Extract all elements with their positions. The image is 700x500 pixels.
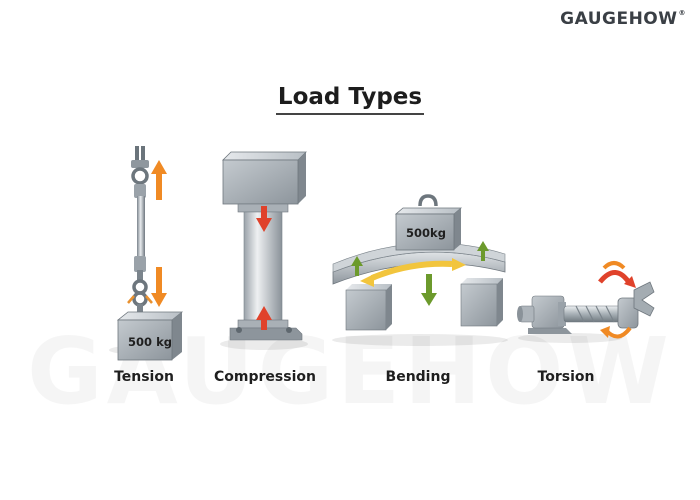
- registered-mark: ®: [678, 9, 686, 17]
- bending-load-arrow-down-icon: [421, 274, 437, 306]
- bending-reaction-right-icon: [477, 241, 489, 261]
- brand-logo: GAUGEHOW®: [560, 9, 686, 29]
- compression-arrow-up-icon: [256, 306, 272, 330]
- bending-reaction-left-icon: [351, 256, 363, 276]
- caption-torsion: Torsion: [537, 369, 595, 385]
- caption-tension: Tension: [114, 369, 174, 385]
- tension-arrow-up-icon: [151, 160, 167, 200]
- tension-weight-block: [116, 311, 184, 361]
- caption-bending: Bending: [385, 369, 451, 385]
- page-title: Load Types: [0, 84, 700, 115]
- bending-illustration: [332, 194, 508, 346]
- bending-stress-arrow-left-icon: [360, 274, 374, 287]
- caption-compression: Compression: [214, 369, 316, 385]
- tension-arrow-down-icon: [151, 267, 167, 307]
- tension-weight-label: 500 kg: [128, 335, 172, 349]
- torsion-arrow-bottom-icon: [600, 326, 610, 338]
- compression-illustration: [220, 151, 308, 350]
- bending-weight-label: 500kg: [406, 226, 446, 240]
- tension-illustration: [109, 146, 184, 361]
- page-title-text: Load Types: [275, 84, 425, 115]
- torsion-illustration: [517, 261, 655, 343]
- brand-name: GAUGEHOW: [560, 9, 678, 29]
- bending-stress-arrow-right-icon: [452, 258, 466, 271]
- compression-arrow-down-icon: [256, 206, 272, 232]
- torsion-arrow-top-icon: [624, 276, 636, 288]
